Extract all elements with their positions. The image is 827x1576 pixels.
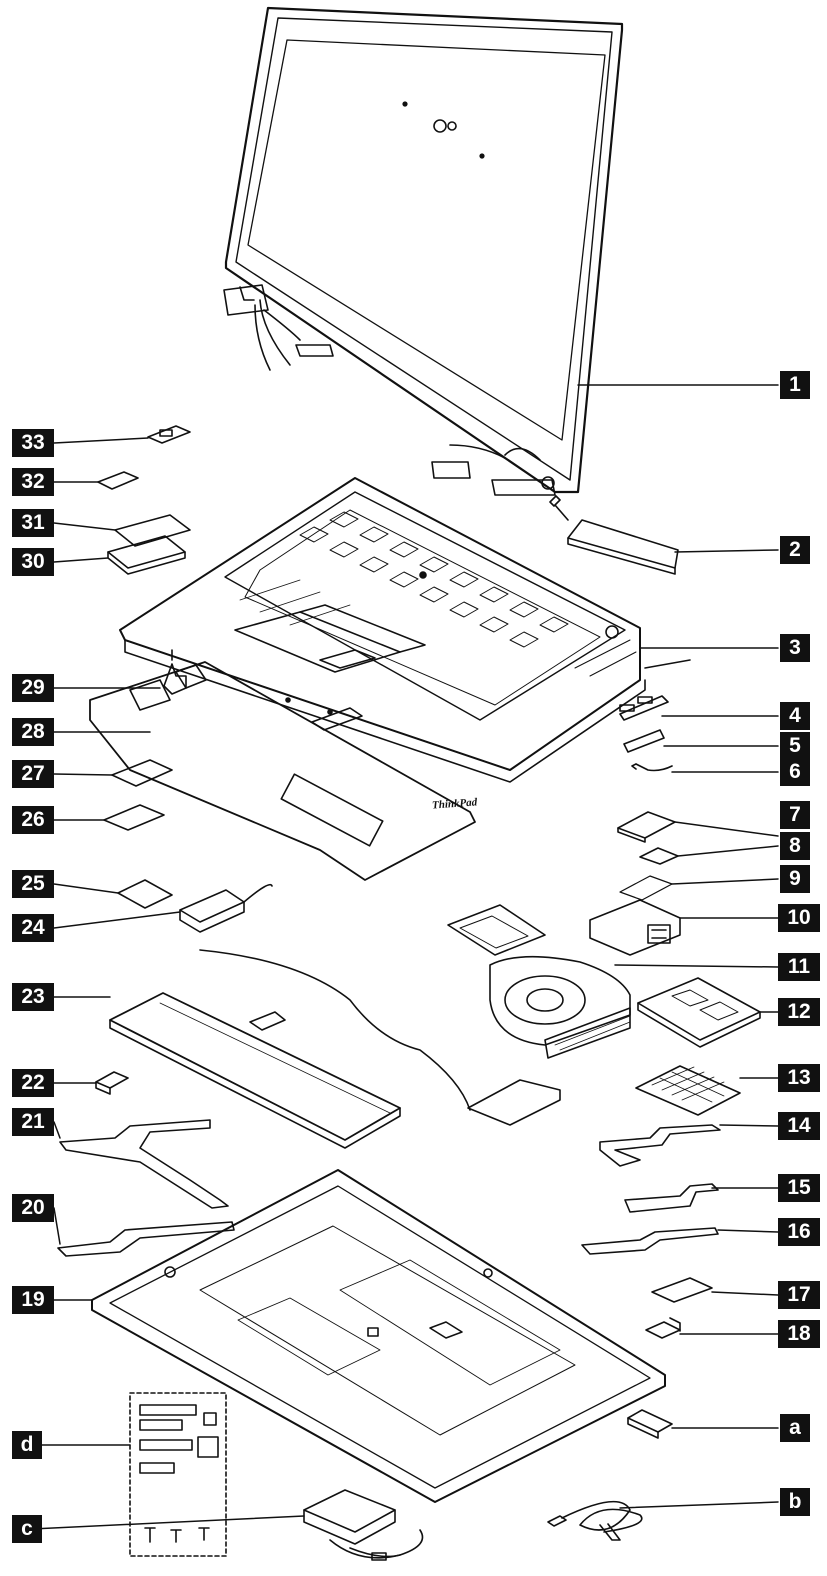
keyboard-bezel [119, 477, 691, 783]
callout-26: 26 [12, 806, 54, 834]
callout-8: 8 [780, 832, 810, 860]
battery [109, 992, 401, 1149]
callout-6: 6 [780, 758, 810, 786]
callout-20: 20 [12, 1194, 54, 1222]
callout-28: 28 [12, 718, 54, 746]
callout-24: 24 [12, 914, 54, 942]
brackets-left [103, 759, 173, 909]
callout-4: 4 [780, 702, 810, 730]
brackets-lower-right [645, 1277, 713, 1339]
callout-5: 5 [780, 732, 810, 760]
usb-c-board [589, 899, 681, 956]
callout-12: 12 [778, 998, 820, 1026]
callout-25: 25 [12, 870, 54, 898]
callout-17: 17 [778, 1281, 820, 1309]
callout-27: 27 [12, 760, 54, 788]
callout-31: 31 [12, 509, 54, 537]
callout-19: 19 [12, 1286, 54, 1314]
callout-33: 33 [12, 429, 54, 457]
callout-18: 18 [778, 1320, 820, 1348]
misc-kit [129, 1392, 227, 1557]
ssd-drives [107, 514, 191, 575]
callout-22: 22 [12, 1069, 54, 1097]
sim-trays [97, 425, 191, 490]
callout-13: 13 [778, 1064, 820, 1092]
callout-a: a [780, 1414, 810, 1442]
callout-11: 11 [778, 953, 820, 981]
system-board [89, 661, 476, 881]
callout-15: 15 [778, 1174, 820, 1202]
callout-21: 21 [12, 1108, 54, 1136]
power-cord [547, 1500, 643, 1541]
callout-c: c [12, 1515, 42, 1543]
small-module [95, 1071, 129, 1095]
button-part [163, 649, 187, 695]
callout-30: 30 [12, 548, 54, 576]
callout-32: 32 [12, 468, 54, 496]
touchpad [549, 495, 679, 575]
lcd-assembly [223, 6, 624, 496]
callout-7: 7 [780, 801, 810, 829]
speakers [179, 883, 561, 1126]
flex-cables-right [581, 1124, 721, 1255]
callout-29: 29 [12, 674, 54, 702]
usb-dongle [627, 1409, 673, 1439]
memory-module [635, 1065, 741, 1116]
card-reader [637, 977, 761, 1048]
leader-lines [31, 384, 779, 1530]
callout-1: 1 [780, 371, 810, 399]
callout-23: 23 [12, 983, 54, 1011]
callout-2: 2 [780, 536, 810, 564]
base-cover [91, 1169, 666, 1503]
callout-b: b [780, 1488, 810, 1516]
callout-3: 3 [780, 634, 810, 662]
callout-d: d [12, 1431, 42, 1459]
callout-16: 16 [778, 1218, 820, 1246]
callout-14: 14 [778, 1112, 820, 1140]
ac-adapter [303, 1489, 424, 1561]
callout-9: 9 [780, 865, 810, 893]
flex-cables-left [57, 1119, 235, 1257]
small-brackets [619, 695, 673, 772]
fan-heatsink [447, 904, 631, 1059]
callout-10: 10 [778, 904, 820, 932]
wireless-cards [617, 811, 679, 901]
